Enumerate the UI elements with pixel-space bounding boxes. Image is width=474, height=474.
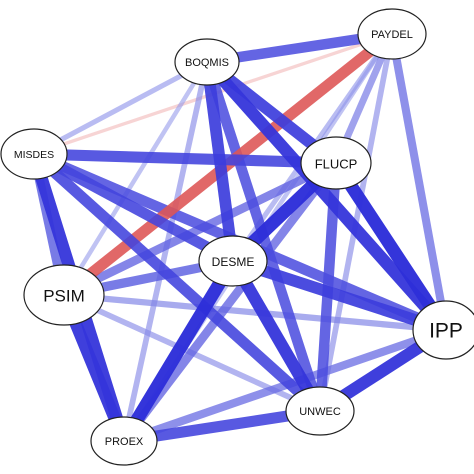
edges-layer <box>28 28 452 447</box>
node-proex[interactable]: PROEX <box>90 416 158 466</box>
edge-paydel-ipp <box>388 33 450 331</box>
edge-desme-unwec <box>227 257 326 415</box>
edge-boqmis-proex <box>121 61 210 442</box>
edge-boqmis-ipp <box>202 57 451 335</box>
node-unwec-label: UNWEC <box>299 406 341 418</box>
node-misdes[interactable]: MISDES <box>0 128 68 180</box>
node-psim-label: PSIM <box>43 287 85 306</box>
node-proex-label: PROEX <box>105 436 144 448</box>
edge-boqmis-misdes <box>32 59 209 157</box>
node-desme[interactable]: DESME <box>198 235 268 287</box>
node-unwec[interactable]: UNWEC <box>285 386 355 436</box>
node-psim[interactable]: PSIM <box>23 264 105 326</box>
node-misdes-circle <box>0 128 68 180</box>
edge-desme-proex <box>118 257 239 445</box>
edge-boqmis-desme <box>201 61 239 262</box>
edge-misdes-desme <box>31 149 236 266</box>
node-ipp[interactable]: IPP <box>412 300 474 360</box>
node-psim-circle <box>23 264 105 326</box>
node-unwec-circle <box>285 386 355 436</box>
edge-psim-ipp <box>63 291 447 334</box>
node-desme-label: DESME <box>212 255 255 269</box>
node-desme-circle <box>198 235 268 287</box>
node-flucp-label: FLUCP <box>315 157 358 172</box>
node-boqmis[interactable]: BOQMIS <box>174 38 240 86</box>
edge-misdes-unwec <box>30 149 324 416</box>
node-boqmis-circle <box>174 38 240 86</box>
node-misdes-label: MISDES <box>14 149 54 161</box>
node-paydel[interactable]: PAYDEL <box>357 8 427 60</box>
node-proex-circle <box>90 416 158 466</box>
node-ipp-circle <box>412 300 474 360</box>
node-flucp-circle <box>300 136 372 190</box>
node-flucp[interactable]: FLUCP <box>300 136 372 190</box>
edge-boqmis-psim <box>62 60 209 297</box>
edge-misdes-flucp <box>33 148 337 169</box>
node-ipp-label: IPP <box>429 320 463 343</box>
node-boqmis-label: BOQMIS <box>185 57 229 69</box>
edge-flucp-ipp <box>330 159 452 334</box>
edge-desme-ipp <box>231 255 448 336</box>
nodes-layer: BOQMIS PAYDEL MISDES FLUCP DESME PSIM IP… <box>0 8 474 466</box>
node-paydel-label: PAYDEL <box>371 29 413 41</box>
node-paydel-circle <box>357 8 427 60</box>
